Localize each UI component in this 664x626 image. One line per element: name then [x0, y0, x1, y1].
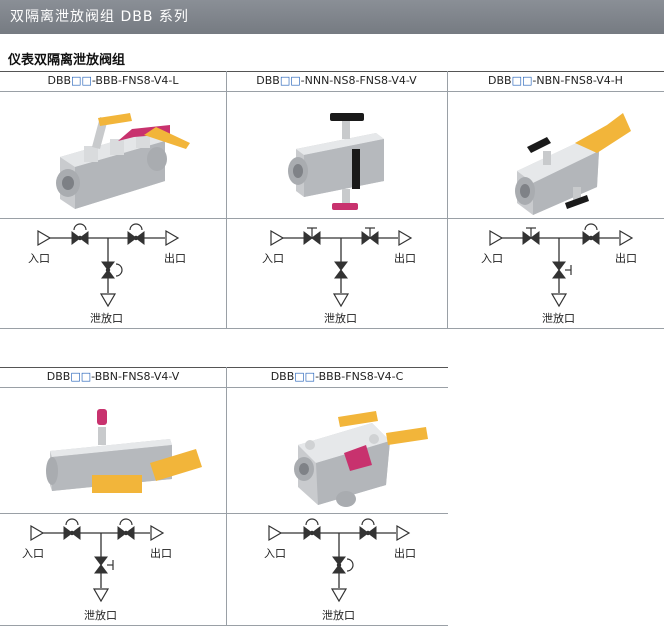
- product-image-2: [288, 113, 384, 210]
- product-cell-5: DBB□□-BBB-FNS8-V4-C 入口 出口 泄放口: [226, 367, 448, 625]
- schematic-3: 入口 出口 泄放口: [481, 223, 637, 325]
- product-image-5: [294, 411, 428, 507]
- row2-label-rule: [0, 387, 448, 388]
- outlet-label-2: 出口: [394, 251, 416, 265]
- inlet-label-5: 入口: [264, 547, 286, 560]
- inlet-label-4: 入口: [22, 547, 44, 560]
- product-code-3: DBB□□-NBN-FNS8-V4-H: [488, 74, 623, 87]
- drain-label-5: 泄放口: [322, 608, 355, 622]
- row2-top-rule: [0, 367, 448, 368]
- product-code-4: DBB□□-BBN-FNS8-V4-V: [46, 370, 180, 383]
- product-code-5: DBB□□-BBB-FNS8-V4-C: [270, 370, 404, 383]
- row2-mid-rule: [0, 513, 448, 514]
- drain-label-4: 泄放口: [84, 608, 117, 622]
- inlet-label-3: 入口: [481, 252, 503, 265]
- section-title: 仪表双隔离泄放阀组: [8, 53, 126, 68]
- outlet-label-1: 出口: [164, 251, 186, 265]
- product-image-4: [46, 409, 202, 493]
- outlet-label-5: 出口: [394, 546, 416, 560]
- outlet-label-4: 出口: [150, 546, 172, 560]
- product-cell-1: DBB□□-BBB-FNS8-V4-L 入口 出口 泄放口: [0, 71, 226, 328]
- inlet-label-2: 入口: [262, 252, 284, 265]
- schematic-4: 入口 出口 泄放口: [22, 518, 172, 622]
- drain-label-1: 泄放口: [90, 311, 123, 325]
- schematic-5: 入口 出口 泄放口: [264, 518, 416, 622]
- product-code-1: DBB□□-BBB-FNS8-V4-L: [47, 74, 179, 87]
- row1-divider-1: [226, 71, 227, 328]
- product-code-2: DBB□□-NNN-NS8-FNS8-V4-V: [256, 74, 417, 87]
- row1-divider-2: [447, 71, 448, 328]
- row1-mid-rule: [0, 218, 664, 219]
- product-cell-2: DBB□□-NNN-NS8-FNS8-V4-V 入口 出口 泄放口: [226, 71, 447, 328]
- product-cell-3: DBB□□-NBN-FNS8-V4-H 入口 出口 泄放口: [447, 71, 664, 328]
- schematic-2: 入口 出口 泄放口: [262, 227, 416, 325]
- drain-label-2: 泄放口: [324, 311, 357, 325]
- row1-top-rule: [0, 71, 664, 72]
- row1-bottom-rule: [0, 328, 664, 329]
- row2-divider-1: [226, 367, 227, 625]
- row1-label-rule: [0, 91, 664, 92]
- product-image-1: [56, 113, 190, 209]
- inlet-label-1: 入口: [28, 252, 50, 265]
- product-cell-4: DBB□□-BBN-FNS8-V4-V 入口 出口 泄放口: [0, 367, 226, 625]
- outlet-label-3: 出口: [615, 251, 637, 265]
- section-banner: 双隔离泄放阀组 DBB 系列: [0, 0, 664, 34]
- schematic-1: 入口 出口 泄放口: [28, 223, 186, 325]
- drain-label-3: 泄放口: [542, 311, 575, 325]
- product-image-3: [515, 113, 631, 215]
